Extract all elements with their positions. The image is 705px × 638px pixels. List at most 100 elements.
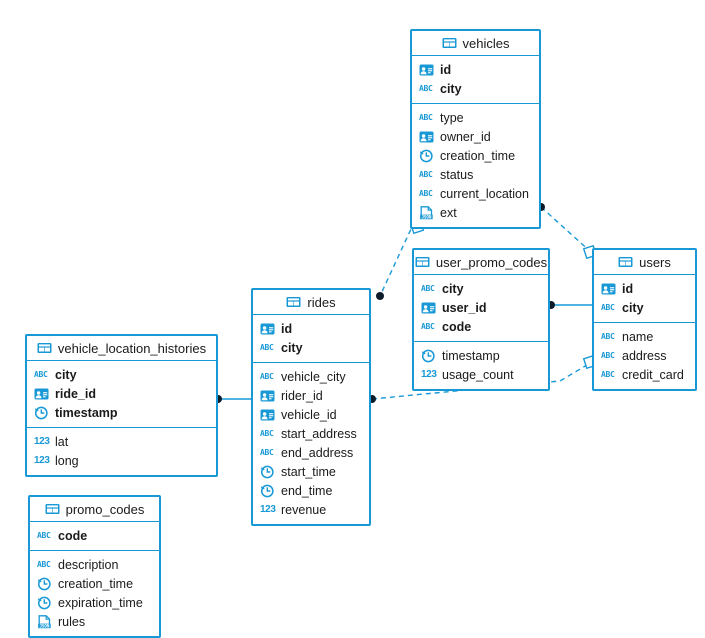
uuid-badge-icon bbox=[421, 301, 436, 315]
primary-key-field[interactable]: id bbox=[253, 319, 369, 338]
relationship-vehicle_location_histories-to-rides[interactable] bbox=[214, 395, 251, 403]
clock-icon bbox=[34, 406, 49, 420]
uuid-badge-icon bbox=[419, 130, 434, 144]
uuid-badge-icon bbox=[601, 282, 616, 296]
table-field[interactable]: creation_time bbox=[412, 146, 539, 165]
abc-string-icon: ABC bbox=[421, 283, 435, 293]
abc-string-icon: ABC bbox=[34, 369, 48, 379]
field-name: creation_time bbox=[58, 576, 134, 591]
uuid-badge-icon bbox=[419, 63, 434, 77]
primary-key-field[interactable]: ride_id bbox=[27, 384, 216, 403]
field-name: start_time bbox=[281, 464, 336, 479]
clock-icon bbox=[421, 349, 436, 363]
table-field[interactable]: owner_id bbox=[412, 127, 539, 146]
table-field[interactable]: 123 revenue bbox=[253, 500, 369, 519]
123-number-icon: 123 bbox=[260, 503, 276, 515]
field-name: user_id bbox=[442, 300, 487, 315]
svg-text:JSON: JSON bbox=[421, 214, 431, 219]
table-header[interactable]: users bbox=[594, 250, 695, 275]
table-icon bbox=[37, 341, 52, 355]
table-header[interactable]: vehicle_location_histories bbox=[27, 336, 216, 361]
table-title: vehicle_location_histories bbox=[57, 340, 207, 356]
abc-string-icon: ABC bbox=[419, 112, 433, 122]
table-field[interactable]: timestamp bbox=[414, 346, 548, 365]
abc-string-icon: ABC bbox=[601, 369, 615, 379]
abc-string-icon: ABC bbox=[260, 342, 274, 352]
123-number-icon: 123 bbox=[34, 454, 50, 466]
table-icon bbox=[442, 36, 457, 50]
connector-line bbox=[540, 206, 593, 254]
table-field[interactable]: ABC type bbox=[412, 108, 539, 127]
uuid-badge-icon bbox=[260, 322, 275, 336]
relationship-user_promo_codes-to-users[interactable] bbox=[547, 301, 592, 309]
table-field[interactable]: rider_id bbox=[253, 386, 369, 405]
field-name: type bbox=[440, 110, 464, 125]
field-name: owner_id bbox=[440, 129, 491, 144]
table-title: users bbox=[639, 254, 671, 270]
primary-key-field[interactable]: id bbox=[412, 60, 539, 79]
table-header[interactable]: user_promo_codes bbox=[414, 250, 548, 275]
primary-key-field[interactable]: id bbox=[594, 279, 695, 298]
table-icon bbox=[45, 502, 60, 516]
primary-key-field[interactable]: ABC city bbox=[253, 338, 369, 357]
primary-key-field[interactable]: ABC code bbox=[30, 526, 159, 545]
table-title: promo_codes bbox=[65, 501, 145, 517]
field-name: description bbox=[58, 557, 119, 572]
table-title: rides bbox=[307, 294, 336, 310]
field-name: revenue bbox=[281, 502, 327, 517]
table-field[interactable]: expiration_time bbox=[30, 593, 159, 612]
primary-key-field[interactable]: timestamp bbox=[27, 403, 216, 422]
table-field[interactable]: end_time bbox=[253, 481, 369, 500]
field-name: city bbox=[281, 340, 303, 355]
field-name: usage_count bbox=[442, 367, 514, 382]
table-header[interactable]: vehicles bbox=[412, 31, 539, 56]
abc-string-icon: ABC bbox=[419, 188, 433, 198]
primary-key-field[interactable]: user_id bbox=[414, 298, 548, 317]
table-header[interactable]: promo_codes bbox=[30, 497, 159, 522]
table-icon bbox=[286, 295, 301, 309]
table-icon bbox=[618, 255, 633, 269]
table-field[interactable]: creation_time bbox=[30, 574, 159, 593]
table-field[interactable]: vehicle_id bbox=[253, 405, 369, 424]
clock-icon bbox=[260, 465, 275, 479]
field-name: rider_id bbox=[281, 388, 323, 403]
abc-string-icon: ABC bbox=[37, 530, 51, 540]
field-name: code bbox=[58, 528, 88, 543]
table-field[interactable]: start_time bbox=[253, 462, 369, 481]
field-name: address bbox=[622, 348, 667, 363]
table-header[interactable]: rides bbox=[253, 290, 369, 315]
